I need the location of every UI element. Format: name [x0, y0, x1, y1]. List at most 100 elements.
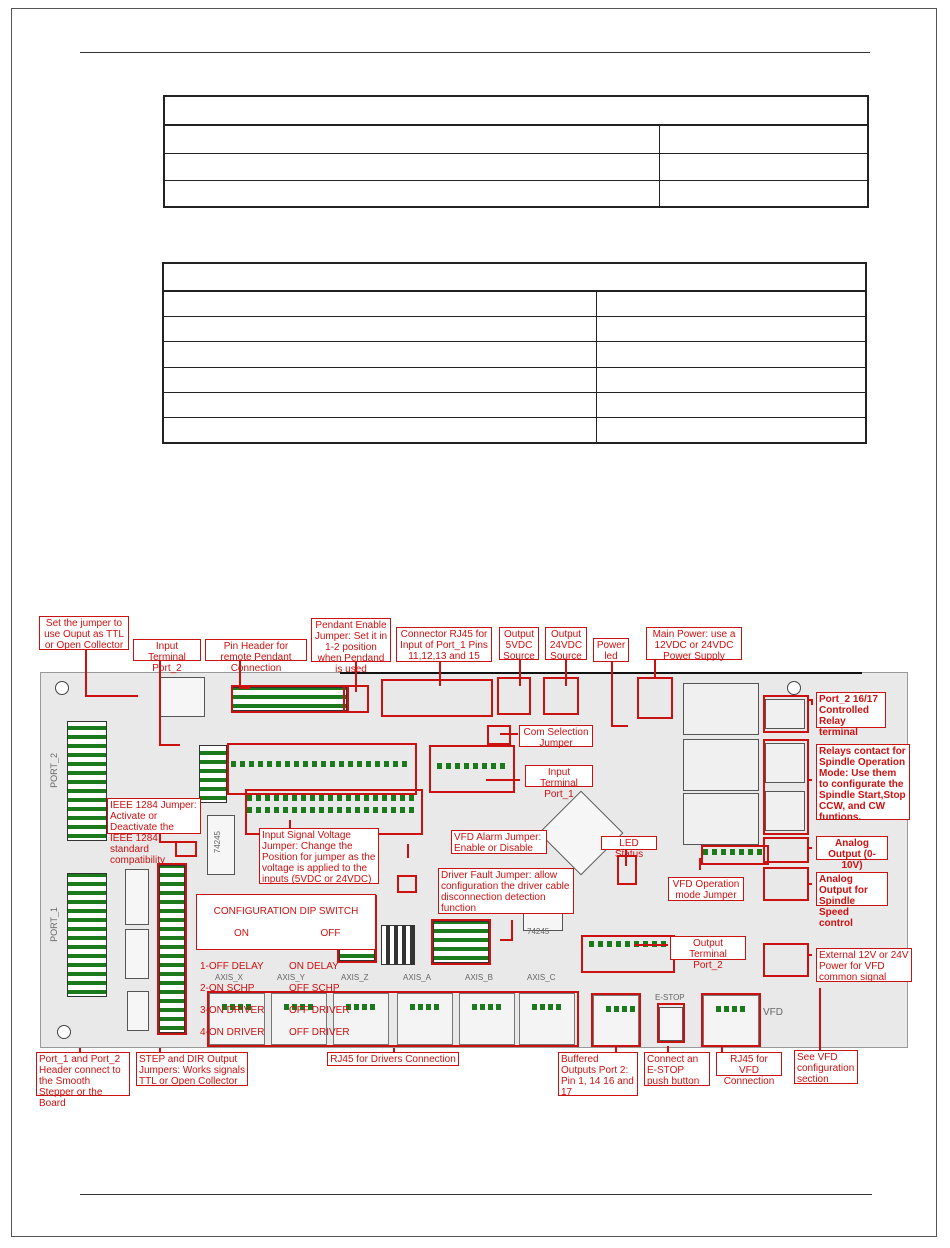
table-cell [162, 341, 597, 368]
callout-see-vfd: See VFD configuration section [794, 1050, 858, 1085]
highlight-rj45-drivers [207, 991, 579, 1047]
page-frame [11, 8, 937, 1237]
chip-74245 [127, 991, 149, 1031]
table-cell [162, 366, 597, 393]
table-cell [659, 179, 869, 208]
callout-rj45-port1: Connector RJ45 for Input of Port_1 Pins … [396, 627, 492, 662]
rj45-axis-c [519, 993, 575, 1045]
dip-off-item: OFF DRIVER [289, 1027, 350, 1038]
port1-label: PORT_1 [49, 907, 59, 942]
callout-ttl-jumper: Set the jumper to use Ouput as TTL or Op… [39, 616, 129, 651]
input-terminal-pads [231, 761, 411, 767]
spec-table-1 [163, 95, 869, 208]
table-cell [659, 152, 869, 181]
port2-header [67, 721, 107, 841]
callout-out-24vdc: Output 24VDC Source [545, 627, 587, 662]
callout-analog-spindle: Analog Output for Spindle Speed control [816, 872, 888, 929]
highlight-vfd-operation [701, 845, 769, 865]
chip-uln2003 [125, 929, 149, 979]
callout-output-port2: Output Terminal Port_2 [670, 936, 746, 971]
highlight-5vdc [497, 677, 531, 715]
callout-input-port1: Input Terminal Port_1 [525, 765, 593, 800]
callout-led-status: LED Status [601, 836, 657, 860]
table-cell [162, 316, 597, 343]
highlight-main-power [637, 677, 673, 719]
dip-off-header: OFF [320, 928, 341, 939]
highlight-driver-fault-2 [431, 919, 491, 965]
table-cell [596, 341, 867, 368]
spec-table-2 [162, 262, 867, 444]
output-port2-pads [589, 941, 669, 947]
table-cell [596, 366, 867, 393]
rj45-axis-x [209, 993, 265, 1045]
relay-3 [683, 793, 759, 845]
mount-hole [57, 1025, 71, 1039]
highlight-buffered [591, 993, 641, 1047]
step-dir-jumpers [159, 865, 185, 1033]
footer-rule [80, 1194, 872, 1195]
highlight-rj45-port1 [381, 679, 493, 717]
pendant-header [231, 687, 347, 711]
table-cell [163, 152, 660, 181]
breakout-board-diagram: PORT_2 PORT_1 74245 74245 AXIS_X AXIS_Y … [40, 672, 908, 1048]
table-cell [596, 316, 867, 343]
highlight-input-port1 [429, 745, 515, 793]
chip-74245 [207, 815, 235, 875]
relay-1 [683, 683, 759, 735]
callout-step-dir: STEP and DIR Output Jumpers: Works signa… [136, 1052, 248, 1087]
port1-terminal-pads [437, 763, 507, 769]
highlight-relays-contact [763, 739, 809, 835]
callout-pendant-enable: Pendant Enable Jumper: Set it in 1-2 pos… [311, 618, 391, 675]
chip-74245 [125, 869, 149, 925]
highlight-pendant-header [231, 685, 349, 713]
callout-estop: Connect an E-STOP push button [644, 1052, 710, 1087]
axis-a-label: AXIS_A [403, 973, 432, 982]
callout-input-port2: Input Terminal Port_2 [133, 639, 201, 674]
table-header-cell [162, 262, 867, 293]
callout-analog-out: Analog Output (0-10V) [816, 836, 888, 871]
table-cell [596, 391, 867, 419]
highlight-estop [657, 1003, 685, 1043]
highlight-rj45-vfd [701, 993, 761, 1047]
dip-on-item: 2-ON SCHP [200, 983, 255, 994]
callout-vfd-operation: VFD Operation mode Jumper [668, 877, 744, 901]
callout-main-power: Main Power: use a 12VDC or 24VDC Power S… [646, 627, 742, 662]
dip-switch-title: CONFIGURATION DIP SWITCH [213, 906, 359, 917]
table-cell [659, 124, 869, 154]
header-rule [80, 52, 870, 53]
relay-contact-2 [765, 791, 805, 831]
highlight-pendant-enable [343, 685, 369, 713]
callout-port-header: Port_1 and Port_2 Header connect to the … [36, 1052, 130, 1109]
highlight-ext-power [763, 943, 809, 977]
dip-switch [381, 925, 415, 965]
port2-label: PORT_2 [49, 753, 59, 788]
ttl-oc-jumper-block [199, 745, 227, 803]
dip-off-item: OFF DRIVER [289, 1005, 350, 1016]
axis-y-label: AXIS_Y [277, 973, 306, 982]
table-cell [162, 391, 597, 419]
callout-buffered: Buffered Outputs Port 2: Pin 1, 14 16 an… [558, 1052, 638, 1098]
port2-input-terminal [159, 677, 205, 717]
callout-pendant-header: Pin Header for remote Pendant Connection [205, 639, 307, 674]
dip-on-item: 3-ON DRIVER [200, 1005, 265, 1016]
table-header-cell [163, 95, 869, 126]
dip-off-item: ON DELAY [289, 961, 339, 972]
table-cell [596, 290, 867, 318]
highlight-step-dir [157, 863, 187, 1035]
table-cell [162, 417, 597, 444]
callout-ieee-jumper: IEEE 1284 Jumper: Activate or Deactivate… [107, 798, 201, 866]
relay-2 [683, 739, 759, 791]
callout-vfd-alarm: VFD Alarm Jumper: Enable or Disable [451, 830, 547, 854]
mount-hole [55, 681, 69, 695]
relay-contact-1 [765, 743, 805, 783]
mount-hole [787, 681, 801, 695]
dip-on-header: ON [234, 928, 249, 939]
input-voltage-pads [247, 807, 417, 813]
dip-on-item: 1-OFF DELAY [200, 961, 264, 972]
table-cell [596, 417, 867, 444]
board-top-rule [340, 672, 862, 674]
axis-z-label: AXIS_Z [341, 973, 369, 982]
axis-b-label: AXIS_B [465, 973, 494, 982]
estop-label: E-STOP [655, 993, 685, 1002]
chip-label: 74245 [527, 927, 550, 936]
